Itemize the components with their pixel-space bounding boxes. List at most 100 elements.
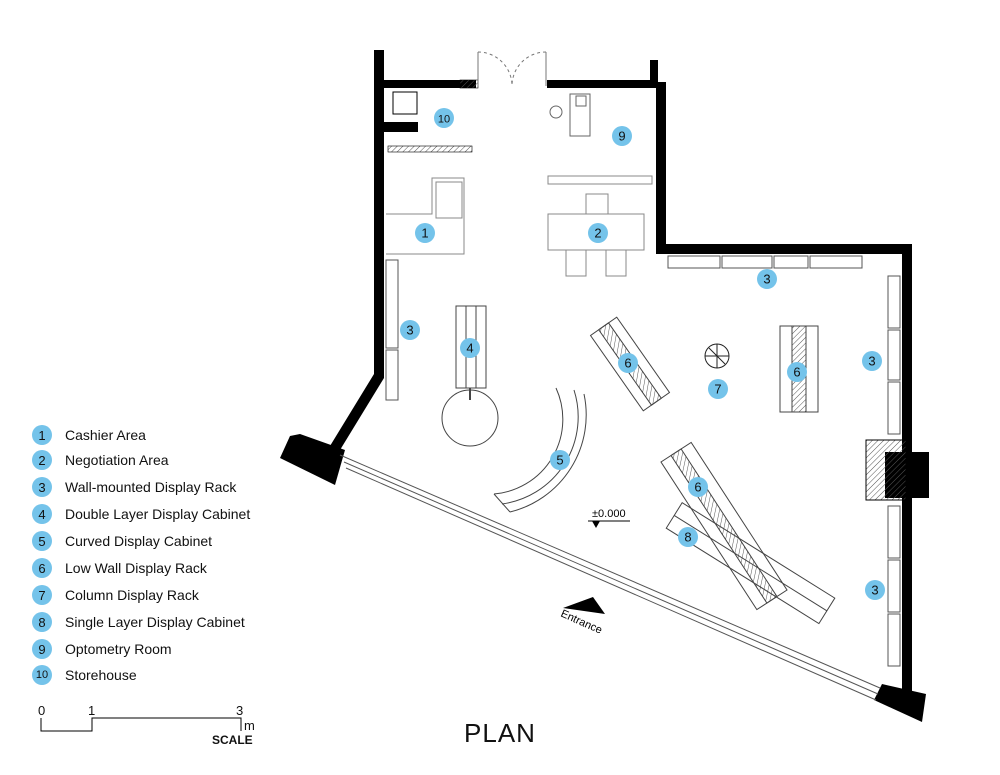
curved-cabinet — [493, 387, 587, 513]
scale-tick-0: 0 — [38, 703, 46, 718]
left-diagonal-wall — [330, 370, 384, 450]
plan-marker-number: 3 — [871, 583, 878, 598]
plan-marker-5: 5 — [550, 450, 570, 470]
plan-marker-number: 1 — [421, 226, 428, 241]
entrance-arrow-icon — [563, 597, 605, 614]
legend-number-badge: 2 — [32, 450, 52, 470]
legend-label: Double Layer Display Cabinet — [65, 506, 251, 522]
legend-item: 6 Low Wall Display Rack — [32, 557, 207, 579]
legend-label: Low Wall Display Rack — [65, 560, 207, 576]
plan-marker-circle — [550, 450, 570, 470]
plan-marker-7: 7 — [708, 379, 728, 399]
right-upper-wall — [656, 82, 666, 254]
scale-tick-1: 1 — [88, 703, 96, 718]
plan-marker-8: 8 — [678, 527, 698, 547]
legend-label: Optometry Room — [65, 641, 172, 657]
plan-marker-6: 6 — [787, 362, 807, 382]
legend-number-badge: 5 — [32, 531, 52, 551]
legend-label: Storehouse — [65, 667, 137, 683]
scale-label: SCALE — [212, 733, 253, 747]
legend-number-badge: 10 — [32, 665, 52, 685]
legend-label: Wall-mounted Display Rack — [65, 479, 237, 495]
storehouse-block — [384, 122, 418, 132]
plan-marker-circle — [612, 126, 632, 146]
plan-marker-number: 7 — [714, 382, 721, 397]
plan-marker-6: 6 — [688, 477, 708, 497]
scale-bar — [40, 717, 242, 732]
plan-marker-number: 5 — [556, 453, 563, 468]
plan-marker-number: 6 — [624, 356, 631, 371]
plan-marker-circle — [460, 338, 480, 358]
plan-marker-3: 3 — [865, 580, 885, 600]
plan-marker-9: 9 — [612, 126, 632, 146]
legend-number-badge: 4 — [32, 504, 52, 524]
plan-title: PLAN — [464, 718, 536, 748]
plan-marker-3: 3 — [862, 351, 882, 371]
main-door — [477, 51, 547, 87]
plan-marker-circle — [588, 223, 608, 243]
optometry-equipment — [549, 93, 591, 137]
top-right-wall — [650, 60, 658, 88]
plan-marker-circle — [678, 527, 698, 547]
plan-marker-circle — [708, 379, 728, 399]
plan-marker-1: 1 — [415, 223, 435, 243]
single-layer-cabinet — [665, 502, 836, 625]
legend-item: 3 Wall-mounted Display Rack — [32, 476, 236, 498]
legend-number-badge: 6 — [32, 558, 52, 578]
optometry-top-wall — [547, 80, 655, 88]
right-corner-block — [874, 684, 926, 722]
plan-marker-6: 6 — [618, 353, 638, 373]
plan-marker-3: 3 — [757, 269, 777, 289]
plan-marker-circle — [434, 108, 454, 128]
wall-racks — [385, 255, 901, 667]
pillar-hatch — [865, 439, 907, 501]
walls — [280, 50, 929, 722]
plan-markers: 1 2 3 3 3 3 4 5 6 6 6 7 8 9 10 — [400, 108, 885, 600]
plan-marker-number: 6 — [694, 480, 701, 495]
plan-marker-10: 10 — [434, 108, 454, 128]
plan-marker-circle — [865, 580, 885, 600]
plan-marker-number: 4 — [466, 341, 473, 356]
plan-marker-number: 6 — [793, 365, 800, 380]
plan-marker-circle — [688, 477, 708, 497]
plan-marker-circle — [757, 269, 777, 289]
plan-marker-circle — [787, 362, 807, 382]
legend-number-badge: 1 — [32, 425, 52, 445]
plan-marker-number: 3 — [868, 354, 875, 369]
plan-marker-circle — [415, 223, 435, 243]
legend-item: 2 Negotiation Area — [32, 449, 169, 471]
level-mark-text: ±0.000 — [592, 508, 626, 520]
plan-marker-number: 8 — [684, 530, 691, 545]
plan-marker-circle — [400, 320, 420, 340]
storehouse-hatch-bottom — [387, 145, 473, 153]
storehouse-top-wall — [384, 80, 476, 88]
step-wall — [656, 244, 912, 254]
legend-label: Negotiation Area — [65, 452, 169, 468]
legend-label: Column Display Rack — [65, 587, 199, 603]
legend-number-badge: 3 — [32, 477, 52, 497]
column-rack — [704, 343, 730, 369]
low-wall-rack-c — [660, 441, 788, 611]
scale-unit: m — [244, 718, 255, 733]
plan-marker-circle — [618, 353, 638, 373]
legend-number-badge: 7 — [32, 585, 52, 605]
storehouse-inner — [392, 91, 418, 115]
plan-marker-circle — [862, 351, 882, 371]
left-corner-block — [280, 434, 345, 485]
storehouse-hatch-top — [459, 79, 479, 89]
double-layer-cabinet — [441, 305, 499, 447]
plan-marker-number: 9 — [618, 129, 625, 144]
legend-label: Cashier Area — [65, 427, 146, 443]
legend-item: 7 Column Display Rack — [32, 584, 199, 606]
negotiation-table — [547, 175, 653, 277]
plan-marker-2: 2 — [588, 223, 608, 243]
scale-tick-3: 3 — [236, 703, 244, 718]
plan-marker-3: 3 — [400, 320, 420, 340]
plan-marker-number: 3 — [763, 272, 770, 287]
left-wall — [374, 50, 384, 370]
